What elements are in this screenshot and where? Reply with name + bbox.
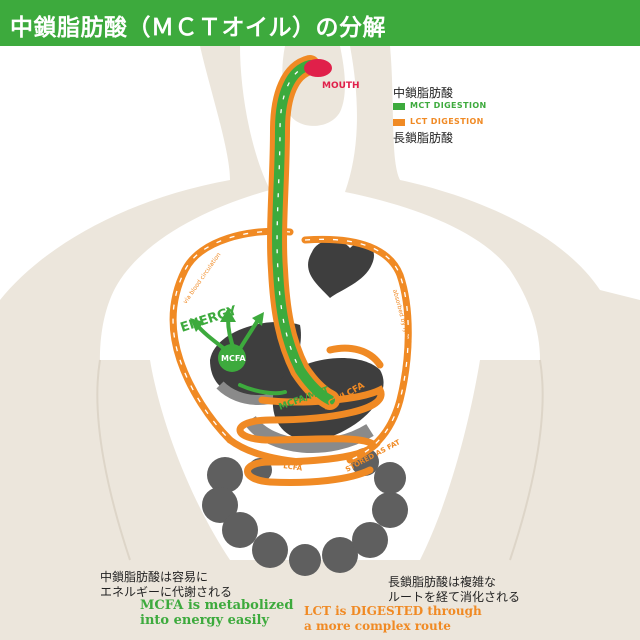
legend-swatch-mct [393,103,405,110]
digestion-diagram: ENERGY MCFA MCFA/MCT LCT/LCFA LCFA STORE… [0,46,640,640]
legend-lcfa-jp: 長鎖脂肪酸 [393,131,454,145]
caption-left-en-1: MCFA is metabolized [140,598,294,613]
page-title: 中鎖脂肪酸（ＭＣＴオイル）の分解 [10,15,386,41]
legend-lct: LCT DIGESTION [410,117,484,126]
esophagus [267,55,340,410]
caption-right-en-1: LCT is DIGESTED through [304,604,482,618]
mcfa-bubble [218,344,246,372]
caption-left-jp-2: エネルギーに代謝される [100,585,233,599]
legend-swatch-lct [393,119,405,126]
lcfa-label: LCFA [283,462,303,473]
caption-left-jp-1: 中鎖脂肪酸は容易に [100,570,209,584]
caption-right-en-2: a more complex route [304,619,451,633]
mouth [304,59,332,77]
caption-right-jp-1: 長鎖脂肪酸は複雑な [388,575,497,589]
legend-mct: MCT DIGESTION [410,101,487,110]
title-bar: 中鎖脂肪酸（ＭＣＴオイル）の分解 [0,0,640,46]
mouth-label: MOUTH [322,81,360,91]
caption-right-jp-2: ルートを経て消化される [388,590,521,604]
caption-left-en-2: into energy easily [140,613,270,628]
large-intestine [202,448,408,576]
mcfa-label: MCFA [221,354,246,363]
torso-silhouette [0,46,640,640]
legend-mcfa-jp: 中鎖脂肪酸 [393,86,454,100]
heart [308,240,374,298]
